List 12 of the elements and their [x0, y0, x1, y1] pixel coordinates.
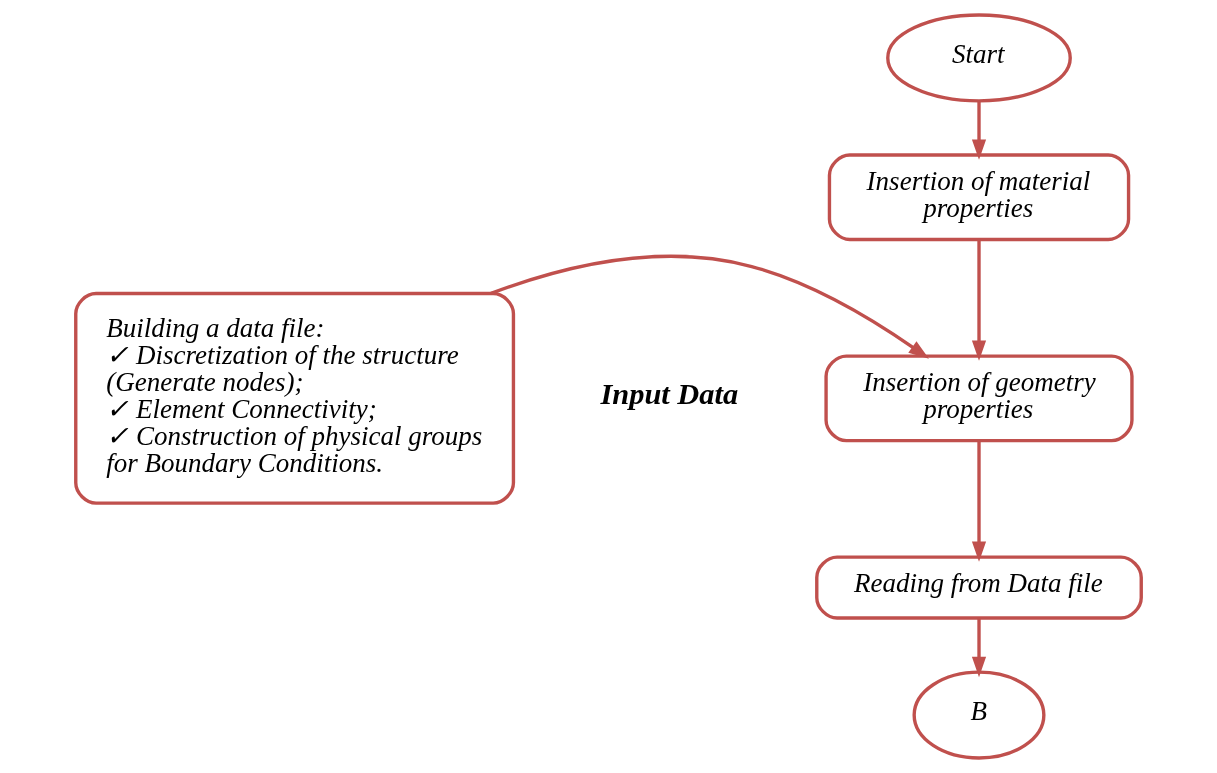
node-ellipse: Start	[886, 13, 1072, 103]
node-box: Insertion of material properties	[827, 153, 1131, 242]
arrow	[490, 254, 929, 359]
node-ellipse: B	[912, 670, 1046, 760]
arrow	[971, 101, 987, 160]
arrow	[971, 618, 987, 678]
arrow	[971, 239, 987, 361]
label: Input Data	[600, 377, 739, 412]
node-box: Reading from Data file	[815, 555, 1143, 620]
node-box: Building a data file: ✓ Discretization of the structure (Generate nodes); ✓ Element Connectivity; ✓ Construction of physical groups for Boundary Conditions.	[74, 291, 516, 505]
arrow	[971, 440, 987, 562]
node-box: Insertion of geometry properties	[824, 354, 1134, 443]
